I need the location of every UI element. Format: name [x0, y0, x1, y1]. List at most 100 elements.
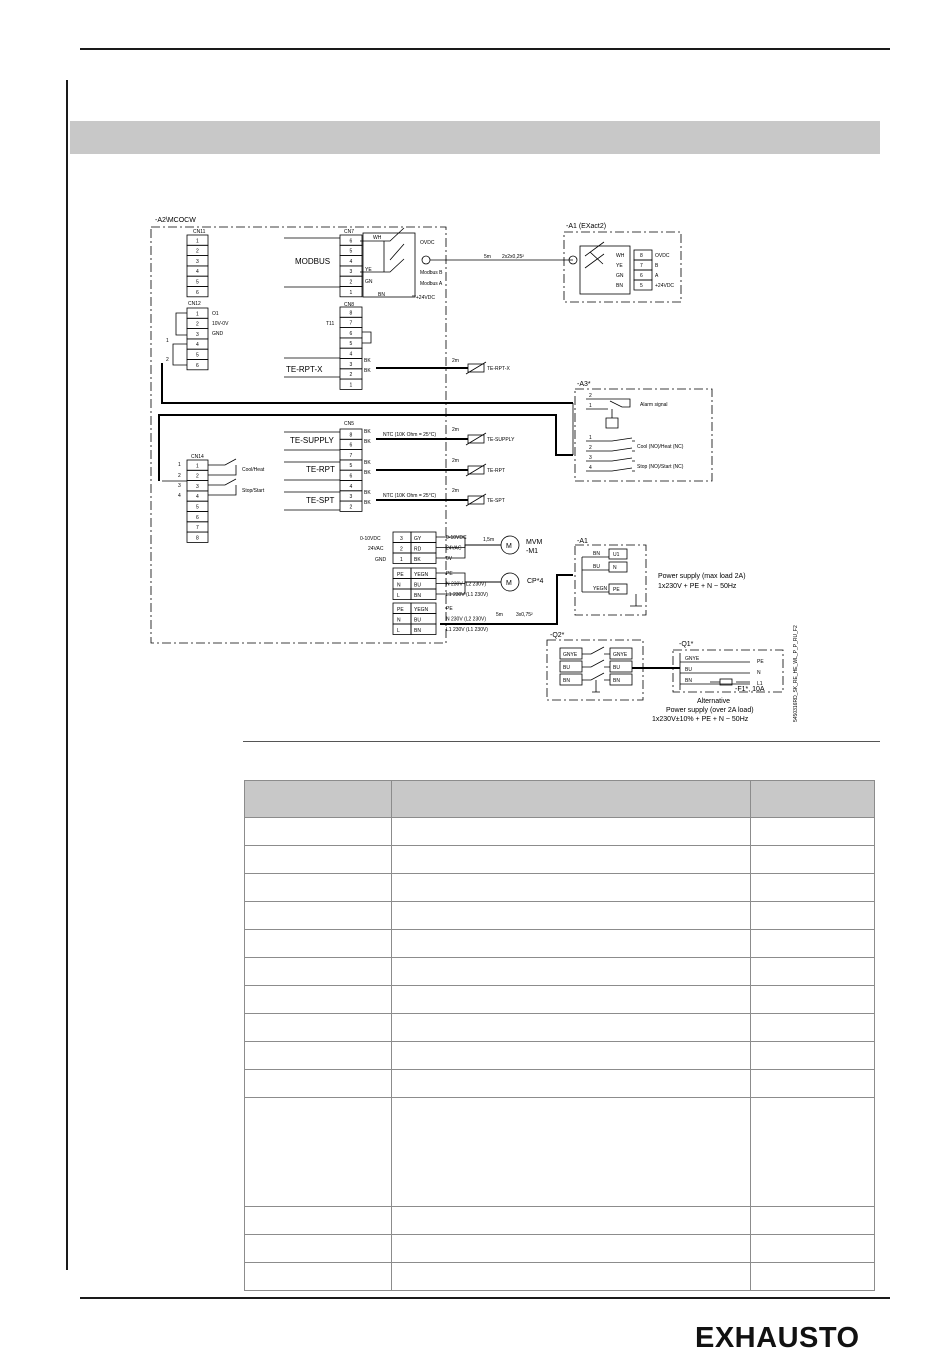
te-rpt-x-length: 2m	[452, 358, 459, 364]
q1-terminal: PE	[757, 659, 764, 665]
sensor-element	[467, 495, 485, 505]
cn12-gnd: GND	[212, 331, 224, 337]
output-pin-label: PE	[397, 607, 404, 613]
pin-number: 6	[196, 515, 199, 521]
supply-cable-spec: 3x0,75²	[516, 612, 533, 618]
output-line-label: 24VAC	[446, 546, 462, 552]
a1-terminal	[608, 583, 628, 595]
sensor-cable-length: 2m	[452, 488, 459, 494]
table-cell	[244, 873, 392, 902]
output-wire	[410, 623, 437, 635]
ntc-label: NTC (10K Ohm = 25°C)	[383, 493, 436, 499]
q2-in-wire: BN	[563, 678, 570, 684]
pin-number: 4	[350, 352, 353, 358]
q2-name: -Q2*	[550, 632, 565, 639]
q1-outline	[672, 649, 784, 693]
connector-pin	[186, 286, 209, 298]
table-cell	[750, 845, 875, 874]
output-pin	[392, 588, 412, 600]
table-row	[244, 1069, 875, 1098]
table-row	[244, 873, 875, 902]
output-pin-label: PE	[397, 572, 404, 578]
pin-number: 3	[196, 332, 199, 338]
exact2-pin	[633, 249, 653, 261]
connector-pin	[339, 286, 363, 298]
q2-out-wire: BU	[613, 665, 620, 671]
cn7-label: CN7	[344, 229, 354, 235]
q1-wire: BN	[685, 678, 692, 684]
table-cell	[244, 845, 392, 874]
modbus-label: MODBUS	[295, 257, 330, 266]
pin-number: 8	[196, 535, 199, 541]
te-rpt-x-label: TE-RPT-X	[286, 365, 323, 374]
section-band	[70, 121, 880, 154]
pin-number: 3	[350, 362, 353, 368]
pin-number: 6	[196, 290, 199, 296]
table-cell	[391, 901, 751, 930]
pin-number: 6	[350, 474, 353, 480]
a3-outline	[574, 388, 713, 482]
pin-number: 2	[196, 322, 199, 328]
wire-bk: BK	[364, 500, 371, 506]
power-line-1: Power supply (max load 2A)	[658, 573, 746, 580]
te-rpt-x-bk1: BK	[364, 358, 371, 364]
output-pin-label: N	[397, 583, 401, 589]
fan-motor	[500, 535, 520, 555]
table-row	[244, 1262, 875, 1291]
output-line-label: N 230V (L2 230V)	[446, 617, 486, 623]
te-rpt-label: TE-RPT	[306, 465, 335, 474]
q2-in-terminal	[559, 647, 583, 660]
pin-number: 3	[350, 494, 353, 500]
a3-stop-start: Stop (NO)/Start (NC)	[637, 464, 684, 470]
a1-terminal-label: U1	[613, 552, 620, 558]
cn8-jumper	[362, 331, 372, 344]
ctrl-gnd: GND	[375, 557, 387, 563]
table-cell	[391, 817, 751, 846]
pin-number: 5	[350, 463, 353, 469]
table-row	[244, 1041, 875, 1070]
sensor-element	[467, 434, 485, 444]
wire-bn: BN	[378, 292, 385, 298]
table-row	[244, 1097, 875, 1207]
exact2-twist	[584, 241, 605, 269]
table-cell	[244, 1041, 392, 1070]
table-cell	[391, 1041, 751, 1070]
spec-table	[244, 780, 875, 1291]
margin-rule	[66, 80, 68, 1270]
drawing-code: 5450316RD_SK_RE_HE_WL_P_P_RU_F2	[793, 625, 799, 722]
output-pin-label: L	[397, 593, 400, 599]
exact2-wire: GN	[616, 273, 624, 279]
exact2-pin-number: 5	[640, 283, 643, 289]
table-row	[244, 845, 875, 874]
pin-number: 6	[196, 363, 199, 369]
sensor-tag: TE-SUPPLY	[487, 437, 515, 443]
alt-line-2: Power supply (over 2A load)	[666, 707, 754, 714]
exact2-outline	[563, 231, 682, 303]
a3-input-pin: 1	[589, 435, 592, 441]
exact2-pin-label: +24VDC	[655, 283, 674, 289]
controller-name: -A2\MCOCW	[155, 217, 196, 224]
a3-pin-1: 1	[589, 403, 592, 409]
pin-number: 7	[350, 321, 353, 327]
wire-bk: BK	[364, 470, 371, 476]
exact2-pin-number: 6	[640, 273, 643, 279]
pin-number: 2	[350, 372, 353, 378]
exact2-pin-number: 7	[640, 263, 643, 269]
pin-number: 6	[350, 331, 353, 337]
stop-start-label: Stop/Start	[242, 488, 265, 494]
connector-pin	[339, 500, 363, 512]
cn8-label: CN8	[344, 302, 354, 308]
stop-start-switch	[208, 478, 237, 496]
header-rule	[80, 48, 890, 50]
table-cell	[750, 1069, 875, 1098]
pump-label: CP*4	[527, 578, 543, 585]
modbus-brace	[284, 237, 340, 288]
output-pin-number: 1	[400, 557, 403, 563]
sensor-cable-length: 2m	[452, 427, 459, 433]
input-loop	[158, 414, 573, 481]
a3-pin-2: 2	[589, 393, 592, 399]
